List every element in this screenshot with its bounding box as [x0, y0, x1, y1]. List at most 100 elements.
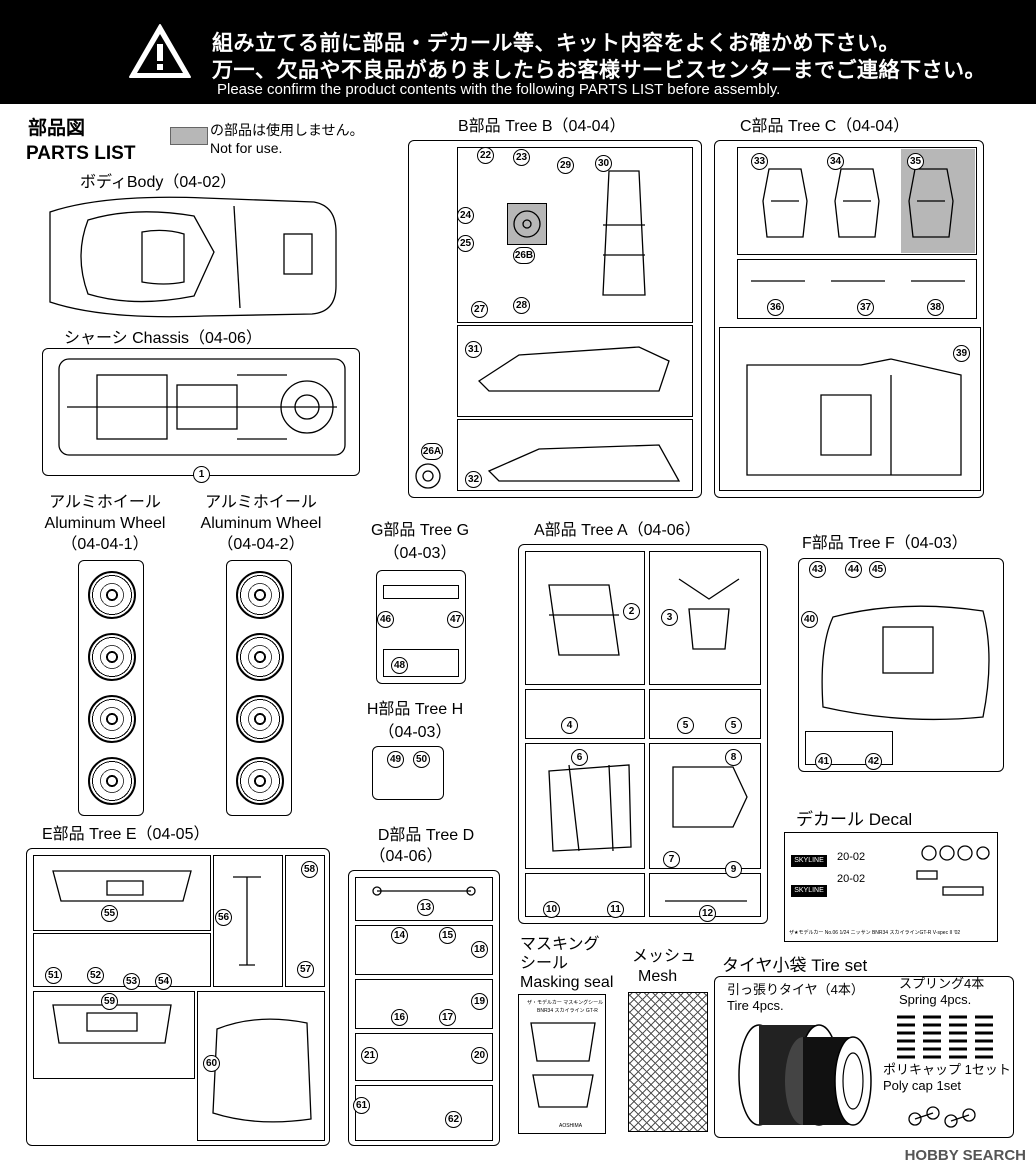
part-number: 21 [361, 1047, 378, 1064]
part-number: 24 [457, 207, 474, 224]
tree-h-label: H部品 Tree H [366, 701, 464, 718]
tree-f-part-drawing [821, 605, 990, 721]
springs-drawing [897, 1015, 993, 1059]
tree-d-code: （04-06） [369, 848, 443, 865]
part-number: 18 [471, 941, 488, 958]
tree-d-cell [355, 979, 493, 1029]
decal-brand-2: SKYLINE [791, 885, 827, 897]
part-number: 38 [927, 299, 944, 316]
warning-text-en: Please confirm the product contents with… [217, 81, 781, 98]
part-number: 26A [421, 443, 443, 460]
part-number: 43 [809, 561, 826, 578]
part-number: 2 [623, 603, 640, 620]
tree-a-cell [525, 743, 645, 869]
tree-f-label: F部品 Tree F（04-03） [802, 535, 968, 552]
wheel-part [236, 757, 284, 805]
wheel1-label-en: Aluminum Wheel [44, 515, 166, 532]
tree-d-part-drawing [372, 886, 476, 896]
decal-plate-1: 20-02 [837, 851, 866, 863]
tree-a-part-drawing [672, 766, 748, 828]
tree-e-cell [33, 933, 211, 987]
masking-label-en: Masking seal [520, 974, 614, 991]
polycap-label-jp: ポリキャップ 1セット [883, 1062, 1011, 1077]
wheel-part [236, 695, 284, 743]
part-number: 6 [571, 749, 588, 766]
tree-c-interior-drawing [746, 358, 962, 476]
tree-f-frame: 43 44 45 40 41 42 [798, 558, 1004, 772]
wheel-part [88, 695, 136, 743]
legend-jp: の部品は使用しません。 [210, 122, 364, 138]
part-number: 31 [465, 341, 482, 358]
wheel1-code: （04-04-1） [61, 536, 149, 553]
tree-d-label: D部品 Tree D [377, 827, 475, 844]
part-number: 39 [953, 345, 970, 362]
part-number: 54 [155, 973, 172, 990]
decal-gauges-drawing [916, 845, 990, 896]
tree-e-part-drawing [233, 876, 261, 966]
part-number: 42 [865, 753, 882, 770]
part-number: 60 [203, 1055, 220, 1072]
warning-text-jp-1: 組み立てる前に部品・デカール等、キット内容をよくお確かめ下さい。 [212, 32, 900, 55]
body-label: ボディBody（04-02） [80, 174, 237, 191]
tree-a-cell [525, 551, 645, 685]
wheel2-runner [226, 560, 292, 816]
part-number: 62 [445, 1111, 462, 1128]
part-number: 28 [513, 297, 530, 314]
tree-b-mid-cell [457, 325, 693, 417]
masking-shapes-drawing [530, 1022, 596, 1108]
tree-c-interior-cell [719, 327, 981, 491]
tree-h-frame: 49 50 [372, 746, 444, 800]
tire-set-frame: 引っ張りタイヤ（4本） Tire 4pcs. スプリング4本 Spring 4p… [714, 976, 1014, 1138]
mesh-sheet [628, 992, 708, 1132]
decal-sheet: SKYLINE SKYLINE 20-02 20-02 ザ★モデルカー No.0… [784, 832, 998, 942]
spring-label-jp: スプリング4本 [899, 976, 985, 991]
tree-g-bar [383, 585, 459, 599]
masking-brand: AOSHIMA [559, 1123, 583, 1129]
wheel-part [88, 571, 136, 619]
part-number: 22 [477, 147, 494, 164]
part-number: 46 [377, 611, 394, 628]
part-number: 8 [725, 749, 742, 766]
warning-icon [129, 24, 191, 78]
tree-d-cell [355, 925, 493, 975]
part-number: 30 [595, 155, 612, 172]
tree-a-part-drawing [548, 764, 632, 852]
part-number: 49 [387, 751, 404, 768]
tree-e-part-drawing [52, 870, 192, 902]
part-number: 55 [101, 905, 118, 922]
spring-label-en: Spring 4pcs. [899, 992, 972, 1007]
part-number: 44 [845, 561, 862, 578]
part-number: 51 [45, 967, 62, 984]
part-number: 11 [607, 901, 624, 918]
tree-a-cell [649, 689, 761, 739]
part-number: 3 [661, 609, 678, 626]
tree-a-part-drawing [665, 900, 747, 902]
tree-b-part-drawing [415, 463, 441, 489]
part-number: 35 [907, 153, 924, 170]
decal-brand-1: SKYLINE [791, 855, 827, 867]
tree-g-frame: 46 47 48 [376, 570, 466, 684]
part-number: 56 [215, 909, 232, 926]
legend-en: Not for use. [210, 140, 283, 156]
tree-c-rod-drawing [751, 280, 965, 282]
body-drawing [49, 196, 337, 318]
part-number: 5 [725, 717, 742, 734]
wheel1-runner [78, 560, 144, 816]
part-number: 25 [457, 235, 474, 252]
wheel-part [236, 571, 284, 619]
part-number: 29 [557, 157, 574, 174]
part-number: 15 [439, 927, 456, 944]
part-number: 20 [471, 1047, 488, 1064]
tire-set-label: タイヤ小袋 Tire set [722, 956, 868, 975]
tree-d-cell [355, 1033, 493, 1081]
part-number: 40 [801, 611, 818, 628]
wheel1-label-jp: アルミホイール [49, 494, 161, 511]
tree-g-code: （04-03） [383, 545, 457, 562]
part-number: 59 [101, 993, 118, 1010]
part-number: 57 [297, 961, 314, 978]
part-number: 36 [767, 299, 784, 316]
part-number: 48 [391, 657, 408, 674]
part-number: 33 [751, 153, 768, 170]
part-number: 19 [471, 993, 488, 1010]
part-number: 50 [413, 751, 430, 768]
